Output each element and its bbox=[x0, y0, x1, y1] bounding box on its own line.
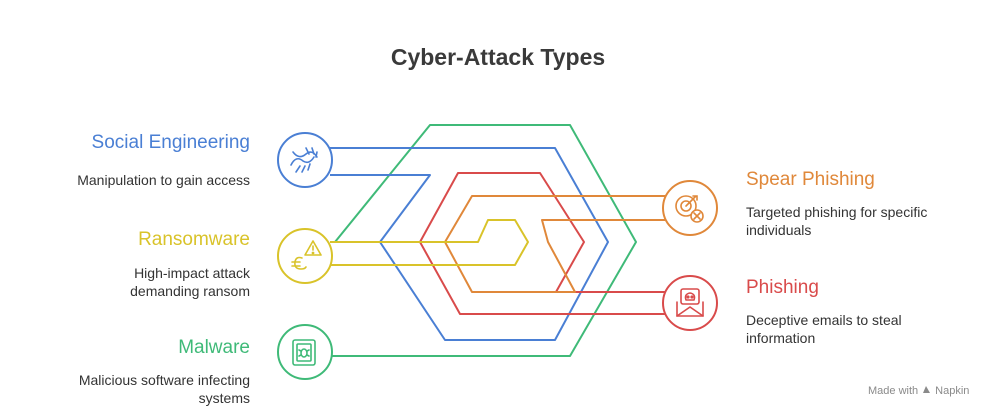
diagram-title: Cyber-Attack Types bbox=[390, 44, 606, 70]
label-malware: Malware bbox=[178, 337, 250, 358]
spear-phishing-connector bbox=[444, 195, 665, 293]
made-with-text: Made with bbox=[868, 385, 919, 397]
made-with-footer: Made with Napkin bbox=[868, 385, 969, 397]
ransomware-node bbox=[277, 228, 333, 284]
label-social-engineering: Social Engineering bbox=[91, 132, 250, 153]
desc-malware: Malicious software infecting systems bbox=[78, 372, 250, 406]
label-phishing: Phishing bbox=[746, 277, 819, 298]
social-engineering-node bbox=[277, 132, 333, 188]
target-x-icon bbox=[675, 195, 704, 223]
desc-spear-phishing: Targeted phishing for specific individua… bbox=[746, 204, 928, 238]
napkin-logo-icon bbox=[922, 385, 931, 397]
desc-phishing: Deceptive emails to steal information bbox=[746, 312, 902, 346]
phishing-connector bbox=[419, 172, 665, 315]
desc-ransomware: High-impact attack demanding ransom bbox=[130, 265, 250, 299]
label-spear-phishing: Spear Phishing bbox=[746, 169, 875, 190]
napkin-brand-text: Napkin bbox=[935, 385, 970, 397]
ransomware-connector bbox=[330, 219, 529, 266]
label-ransomware: Ransomware bbox=[138, 229, 250, 250]
skull-envelope-icon bbox=[676, 288, 704, 317]
malware-connector bbox=[330, 124, 637, 357]
desc-social-engineering: Manipulation to gain access bbox=[77, 172, 250, 188]
tangled-hands-icon bbox=[290, 147, 318, 173]
bug-document-icon bbox=[292, 339, 316, 366]
malware-node bbox=[277, 324, 333, 380]
social-engineering-connector bbox=[330, 147, 609, 341]
warning-currency-icon bbox=[291, 240, 322, 270]
